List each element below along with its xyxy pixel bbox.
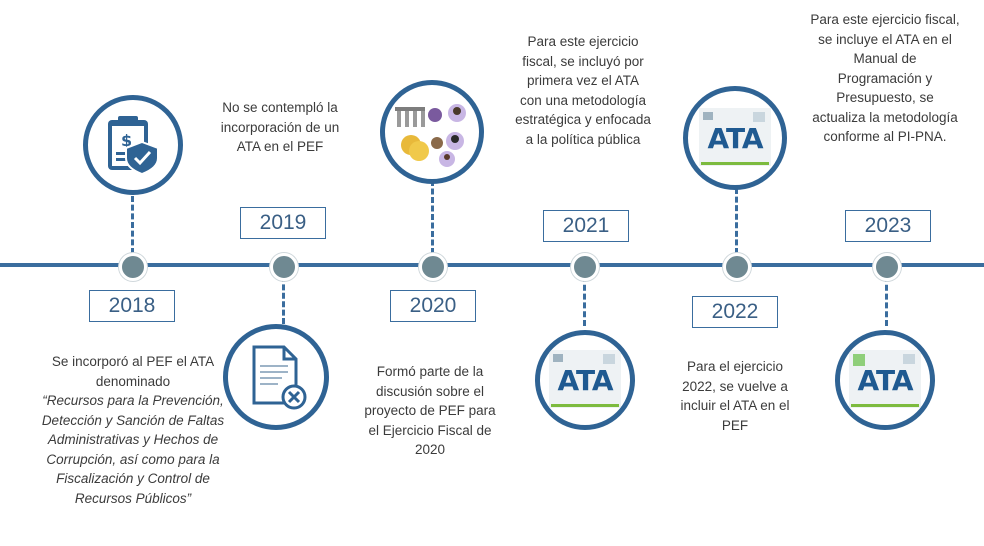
connector-2022	[735, 188, 738, 254]
ata-label-2021: ATA	[557, 364, 613, 397]
year-label-2022: 2022	[692, 296, 778, 328]
year-label-2018: 2018	[89, 290, 175, 322]
ata-document-icon: ATA	[843, 342, 927, 418]
year-label-2021: 2021	[543, 210, 629, 242]
timeline-node-2023	[873, 253, 901, 281]
milestone-icon-2021: ATA	[535, 330, 635, 430]
document-cancel-icon	[252, 345, 307, 410]
year-label-2020: 2020	[390, 290, 476, 322]
year-label-2019: 2019	[240, 207, 326, 239]
milestone-icon-2020	[380, 80, 484, 184]
ata-document-icon: ATA	[543, 342, 627, 418]
milestone-text-2018: Se incorporó al PEF el ATA denominado “R…	[40, 352, 226, 508]
connector-2019	[282, 276, 285, 324]
congress-discussion-coins-icon	[395, 104, 466, 167]
milestone-icon-2019	[223, 324, 329, 430]
ata-label-2023: ATA	[857, 364, 913, 397]
milestone-icon-2022: ATA	[683, 86, 787, 190]
connector-2020	[431, 180, 434, 254]
milestone-text-2019: No se contempló la incorporación de un A…	[220, 100, 340, 154]
ata-label-2022: ATA	[707, 122, 763, 155]
milestone-text-2020: Formó parte de la discusión sobre el pro…	[364, 364, 496, 457]
connector-2018	[131, 196, 134, 254]
milestone-text-2021: Para este ejercicio fiscal, se incluyó p…	[515, 34, 651, 147]
timeline-node-2019	[270, 253, 298, 281]
ata-document-icon: ATA	[693, 100, 777, 176]
timeline-axis	[0, 263, 984, 267]
milestone-icon-2018: $	[83, 95, 183, 195]
milestone-text-2022: Para el ejercicio 2022, se vuelve a incl…	[680, 359, 790, 433]
timeline-node-2022	[723, 253, 751, 281]
connector-2023	[885, 276, 888, 326]
timeline-node-2020	[419, 253, 447, 281]
budget-clipboard-shield-icon: $	[108, 116, 159, 176]
milestone-text-2023: Para este ejercicio fiscal, se incluye e…	[810, 12, 960, 144]
timeline-node-2018	[119, 253, 147, 281]
timeline-node-2021	[571, 253, 599, 281]
year-label-2023: 2023	[845, 210, 931, 242]
connector-2021	[583, 276, 586, 326]
milestone-text-2018-intro: Se incorporó al PEF el ATA denominado	[51, 354, 215, 389]
milestone-text-2018-name: “Recursos para la Prevención, Detección …	[41, 393, 225, 506]
svg-text:$: $	[121, 131, 132, 150]
milestone-icon-2023: ATA	[835, 330, 935, 430]
